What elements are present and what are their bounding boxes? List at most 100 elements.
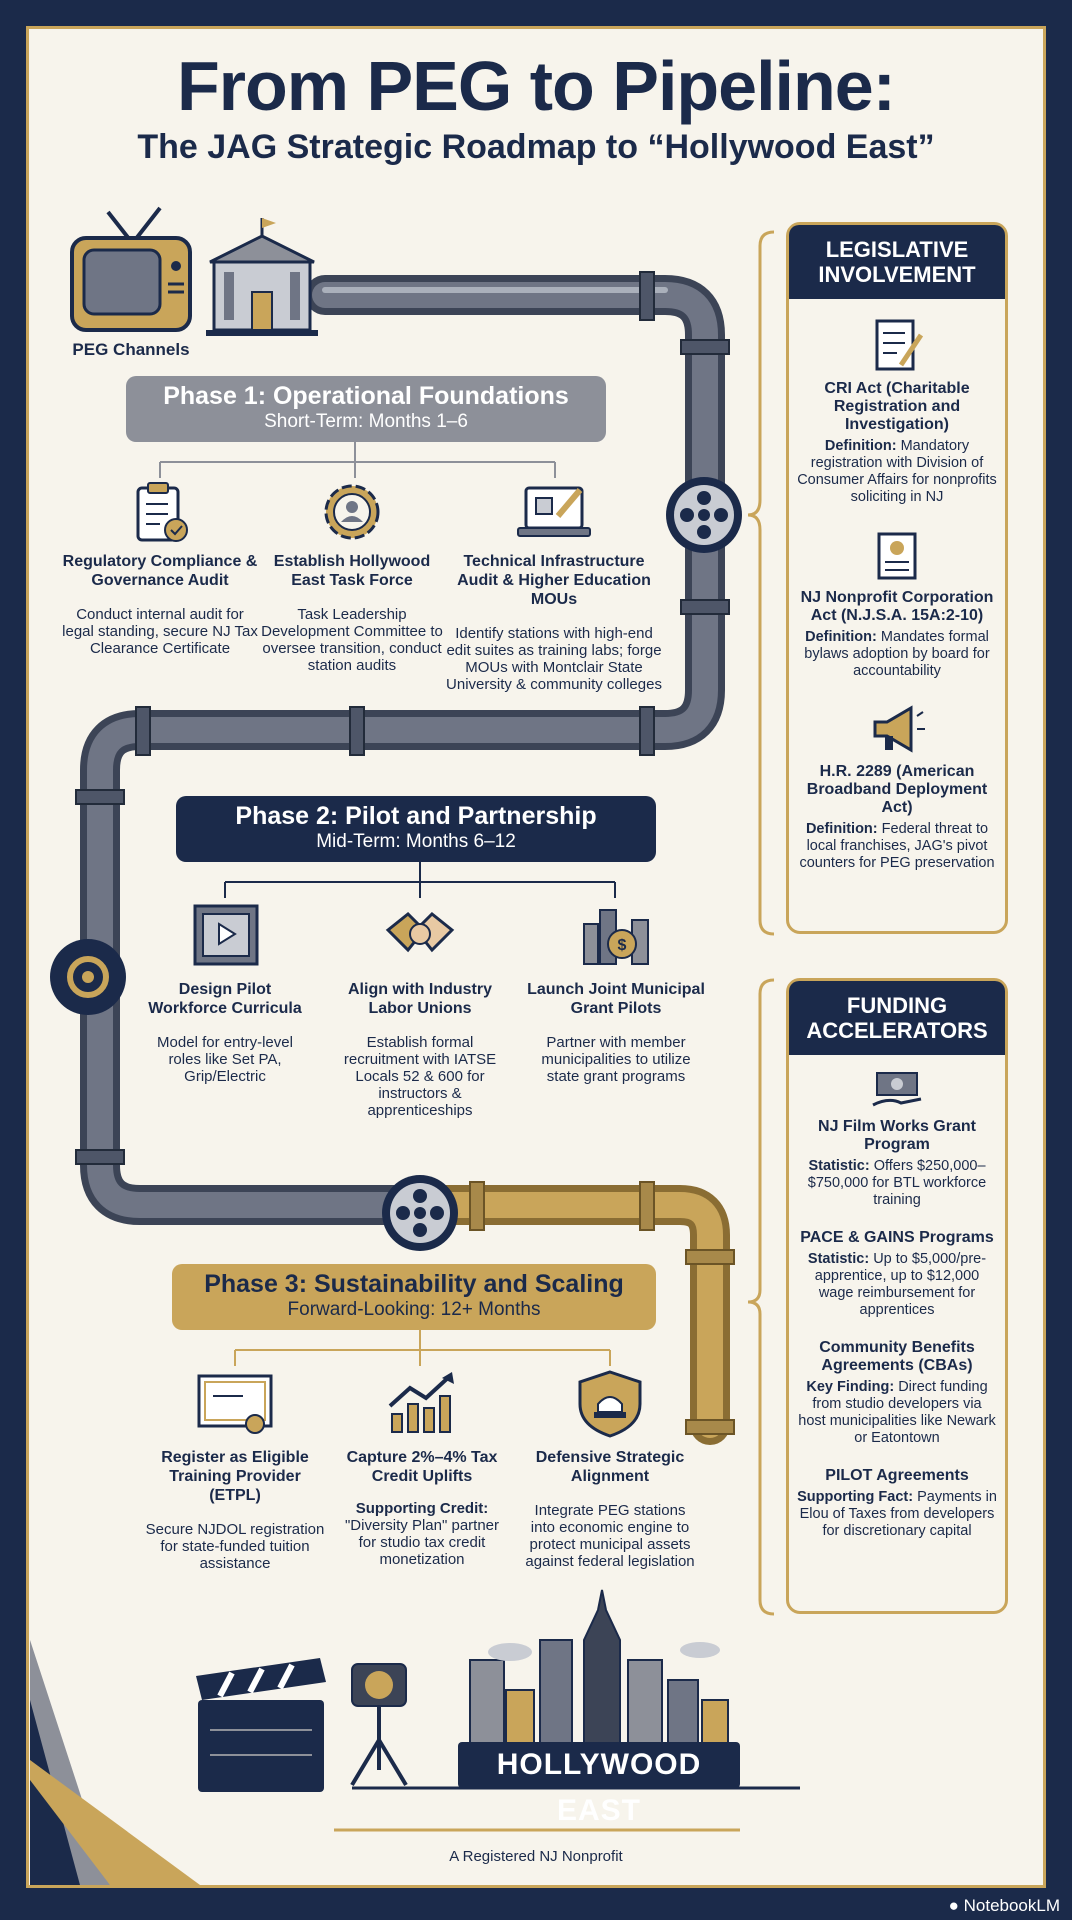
phase-3-banner: Phase 3: Sustainability and Scaling Forw… (172, 1264, 656, 1330)
handshake-icon (385, 911, 455, 953)
phase-1-title: Phase 1: Operational Foundations (163, 382, 569, 410)
funding-panel: FUNDING ACCELERATORS NJ Film Works Grant… (786, 978, 1008, 1614)
funding-item-4-text: Payments in Elou of Taxes from developer… (799, 1489, 997, 1539)
legislative-item-2-title: NJ Nonprofit Corporation Act (N.J.S.A. 1… (800, 589, 994, 624)
gear-person-icon (324, 484, 380, 540)
phase-1-timeframe: Short-Term: Months 1–6 (264, 411, 468, 432)
phase-2-item-3-title: Launch Joint Municipal Grant Pilots (527, 981, 705, 1017)
funding-item-2-text: Up to $5,000/pre-apprentice, up to $12,0… (814, 1251, 987, 1318)
phase-3-item-2-title: Capture 2%–4% Tax Credit Uplifts (346, 1449, 498, 1485)
phase-1-item-compliance: Regulatory Compliance & Governance Audit… (62, 480, 258, 657)
scroll-icon (877, 532, 917, 580)
footer-tagline: A Registered NJ Nonprofit (449, 1848, 623, 1865)
funding-item-4-body: Supporting Fact: Payments in Elou of Tax… (797, 1489, 997, 1540)
city-money-icon: $ (583, 909, 649, 965)
phase-1-item-1-title: Regulatory Compliance & Governance Audit (62, 553, 258, 589)
phase-1-item-3-desc: Identify stations with high-end edit sui… (446, 625, 662, 693)
notebooklm-brand-text: NotebookLM (963, 1896, 1060, 1915)
funding-item-1-title: NJ Film Works Grant Program (818, 1118, 976, 1153)
legislative-item-nonprofit-act: NJ Nonprofit Corporation Act (N.J.S.A. 1… (789, 526, 1005, 680)
phase-3-timeframe: Forward-Looking: 12+ Months (287, 1299, 541, 1320)
phase-2-item-2-title: Align with Industry Labor Unions (348, 981, 492, 1017)
legislative-item-2-text: Mandates formal bylaws adoption by board… (804, 629, 990, 679)
spotlight-icon (350, 1663, 408, 1787)
phase-1-item-tech-audit: Technical Infrastructure Audit & Higher … (444, 480, 664, 693)
phase-3-item-2-body: Supporting Credit: "Diversity Plan" part… (336, 1500, 508, 1568)
phase-1-banner: Phase 1: Operational Foundations Short-T… (126, 376, 606, 442)
phase-2-item-3-desc: Partner with member municipalities to ut… (541, 1034, 691, 1085)
notebooklm-logo-icon: ● (948, 1896, 959, 1915)
funding-item-4-title: PILOT Agreements (825, 1467, 969, 1484)
clapperboard-icon (196, 1658, 326, 1792)
phase-3-item-2-subtitle: Supporting Credit: (355, 1500, 489, 1517)
funding-item-2-title: PACE & GAINS Programs (800, 1229, 994, 1246)
funding-item-1-text: Offers $250,000–$750,000 for BTL workfor… (807, 1158, 987, 1208)
funding-item-1-label: Statistic: (808, 1158, 870, 1174)
legislative-item-3-label: Definition: (805, 821, 878, 837)
phase-1-item-2-title: Establish Hollywood East Task Force (273, 553, 431, 589)
funding-item-cbas: Community Benefits Agreements (CBAs) Key… (789, 1339, 1005, 1447)
legislative-item-1-body: Definition: Mandatory registration with … (797, 438, 997, 506)
blueprint-icon (193, 904, 259, 966)
phase-2-timeframe: Mid-Term: Months 6–12 (316, 831, 516, 852)
phase-2-item-grants: $ Launch Joint Municipal Grant Pilots Pa… (526, 900, 706, 1085)
phase-2-item-unions: Align with Industry Labor Unions Establi… (332, 900, 508, 1119)
funding-item-2-body: Statistic: Up to $5,000/pre-apprentice, … (797, 1251, 997, 1319)
certificate-icon (197, 1374, 273, 1434)
phase-1-item-task-force: Establish Hollywood East Task Force Task… (260, 480, 444, 674)
phase-1-item-2-desc: Task Leadership Development Committee to… (261, 606, 443, 674)
phase-3-title: Phase 3: Sustainability and Scaling (204, 1270, 624, 1298)
phase-2-item-curricula: Design Pilot Workforce Curricula Model f… (140, 900, 310, 1085)
phase-2-banner: Phase 2: Pilot and Partnership Mid-Term:… (176, 796, 656, 862)
funding-item-pace-gains: PACE & GAINS Programs Statistic: Up to $… (789, 1229, 1005, 1319)
phase-2-title: Phase 2: Pilot and Partnership (235, 802, 597, 830)
funding-item-3-title: Community Benefits Agreements (CBAs) (819, 1339, 975, 1374)
checklist-icon (136, 482, 188, 542)
phase-2-item-1-desc: Model for entry-level roles like Set PA,… (157, 1034, 293, 1085)
phase-2-item-2-desc: Establish formal recruitment with IATSE … (343, 1034, 497, 1119)
funding-item-film-works: NJ Film Works Grant Program Statistic: O… (789, 1069, 1005, 1209)
svg-text:$: $ (618, 937, 627, 954)
phase-3-item-tax-credit: Capture 2%–4% Tax Credit Uplifts Support… (336, 1368, 508, 1568)
legislative-item-1-label: Definition: (824, 438, 897, 454)
funding-item-3-label: Key Finding: (806, 1379, 895, 1395)
legislative-item-cri-act: CRI Act (Charitable Registration and Inv… (789, 317, 1005, 506)
funding-item-4-label: Supporting Fact: (797, 1489, 914, 1505)
legislative-item-3-text: Federal threat to local franchises, JAG'… (799, 821, 995, 871)
money-hand-icon (872, 1072, 922, 1107)
corner-decoration (30, 1640, 200, 1885)
shield-capitol-icon (578, 1370, 642, 1438)
legislative-item-1-text: Mandatory registration with Division of … (797, 438, 997, 505)
laptop-edit-icon (517, 486, 591, 537)
phase-3-item-1-title: Register as Eligible Training Provider (… (161, 1449, 309, 1504)
phase-3-item-3-desc: Integrate PEG stations into economic eng… (525, 1502, 695, 1570)
page-subtitle: The JAG Strategic Roadmap to “Hollywood … (137, 128, 935, 166)
peg-channels-label: PEG Channels (72, 340, 190, 359)
legislative-panel: LEGISLATIVE INVOLVEMENT CRI Act (Charita… (786, 222, 1008, 934)
legislative-item-3-title: H.R. 2289 (American Broadband Deployment… (806, 763, 988, 816)
tv-icon (70, 206, 192, 332)
funding-heading: FUNDING ACCELERATORS (789, 981, 1005, 1055)
page-title: From PEG to Pipeline: (177, 47, 896, 125)
skyline-illustration (469, 1589, 729, 1761)
hollywood-east-sign: HOLLYWOOD EAST (458, 1742, 740, 1827)
legislative-item-2-label: Definition: (805, 629, 877, 645)
legislative-item-1-title: CRI Act (Charitable Registration and Inv… (824, 380, 970, 433)
chart-up-icon (388, 1372, 454, 1433)
phase-1-item-1-desc: Conduct internal audit for legal standin… (62, 606, 258, 657)
legislative-item-2-body: Definition: Mandates formal bylaws adopt… (797, 629, 997, 680)
phase-3-item-etpl: Register as Eligible Training Provider (… (142, 1368, 328, 1572)
legislative-heading: LEGISLATIVE INVOLVEMENT (789, 225, 1005, 299)
megaphone-icon (873, 705, 925, 753)
funding-item-3-text: Direct funding from studio developers vi… (798, 1379, 996, 1446)
legislative-item-hr2289: H.R. 2289 (American Broadband Deployment… (789, 700, 1005, 872)
document-pen-icon (875, 319, 924, 371)
phase-3-item-1-desc: Secure NJDOL registration for state-fund… (145, 1521, 325, 1572)
funding-item-pilot: PILOT Agreements Supporting Fact: Paymen… (789, 1467, 1005, 1540)
phase-2-item-1-title: Design Pilot Workforce Curricula (148, 981, 302, 1017)
phase-3-item-2-desc: "Diversity Plan" partner for studio tax … (344, 1517, 500, 1568)
notebooklm-brand: ● NotebookLM (949, 1896, 1060, 1916)
phase-3-item-3-title: Defensive Strategic Alignment (535, 1449, 685, 1485)
funding-item-1-body: Statistic: Offers $250,000–$750,000 for … (797, 1158, 997, 1209)
